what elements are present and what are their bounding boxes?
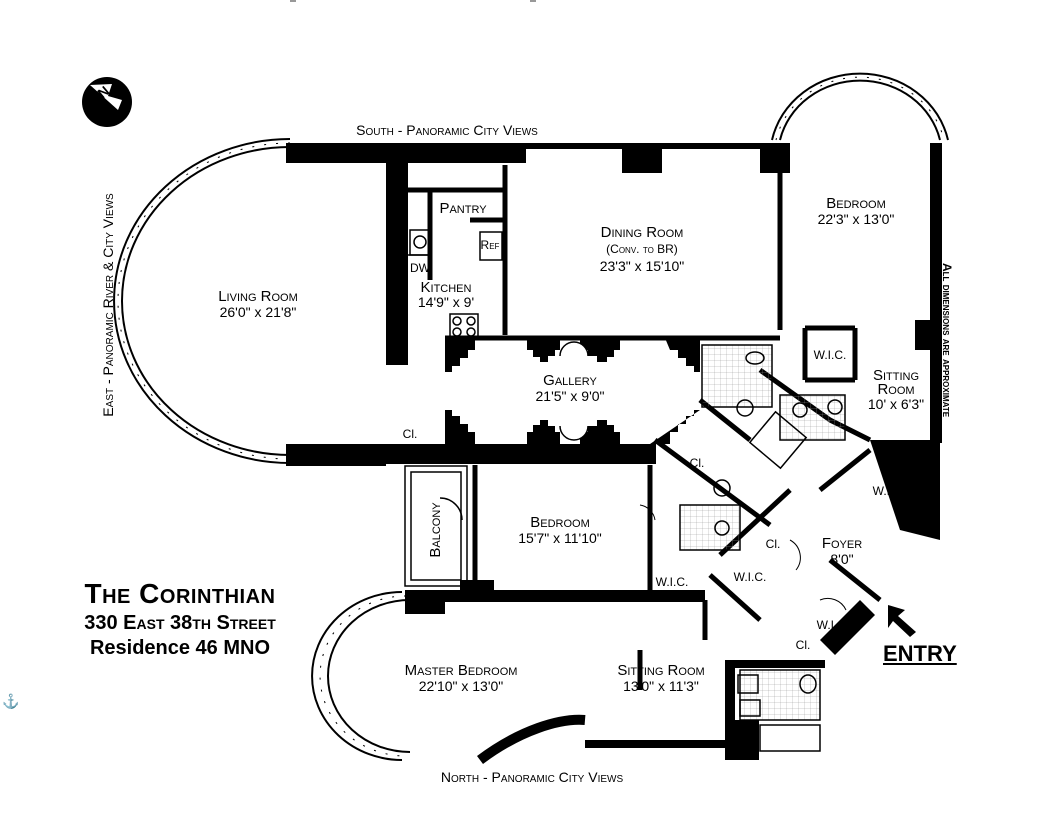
dining-room-name: Dining Room (601, 224, 684, 241)
living-room-bay (113, 138, 291, 464)
exterior-walls (286, 143, 942, 760)
south-view-label: South - Panoramic City Views (356, 122, 538, 138)
closet-gallery-label: Cl. (403, 427, 418, 441)
wic-bedroom-label: W.I.C. (656, 575, 689, 589)
bedroom-mid-dim: 15'7" x 11'10" (518, 530, 602, 546)
gallery-name: Gallery (543, 372, 597, 389)
foyer-name: Foyer (822, 535, 862, 552)
balcony-outline (404, 465, 468, 587)
foyer-dim: 8'0" (830, 551, 853, 567)
refrigerator-label: Ref (481, 238, 500, 252)
bedroom-ne-dim: 22'3" x 13'0" (818, 211, 895, 227)
balcony-name: Balcony (427, 502, 444, 558)
building-name: The Corinthian (84, 578, 276, 609)
doors (639, 504, 847, 611)
dimensions-note: All dimensions are approximate (940, 263, 954, 418)
dishwasher-label: DW (410, 261, 431, 275)
residence-label: Residence 46 MNO (89, 637, 271, 659)
wic-entry-label: W.I.C. (817, 618, 850, 632)
kitchen-dim: 14'9" x 9' (418, 294, 474, 310)
master-bedroom-bay (311, 591, 586, 765)
living-room-dim: 26'0" x 21'8" (220, 304, 297, 320)
living-room-name: Living Room (218, 288, 298, 305)
dining-room-sub: (Conv. to BR) (606, 242, 678, 256)
closet-foyer-label: Cl. (766, 537, 781, 551)
anchor-icon: ⚓ (2, 693, 20, 709)
east-view-label: East - Panoramic River & City Views (100, 193, 116, 417)
wic-sitting-label: W.I.C. (814, 348, 847, 362)
entry-label: ENTRY (883, 641, 957, 666)
master-bedroom-name: Master Bedroom (405, 662, 518, 679)
gallery-columns (445, 338, 700, 444)
sitting-e-name2: Room (877, 381, 914, 398)
master-bedroom-dim: 22'10" x 13'0" (419, 678, 504, 694)
closet-master-bath-label: Cl. (796, 638, 811, 652)
bedroom-mid-name: Bedroom (530, 514, 590, 531)
dining-room-dim: 23'3" x 15'10" (600, 258, 685, 274)
closet-hall-label: Cl. (690, 456, 705, 470)
north-view-label: North - Panoramic City Views (441, 769, 624, 785)
building-title-block: The Corinthian 330 East 38th Street Resi… (40, 578, 320, 660)
pantry-name: Pantry (439, 200, 487, 217)
sitting-room-name: Sitting Room (617, 662, 704, 679)
kitchen-name: Kitchen (421, 279, 472, 296)
entry-arrow-icon (888, 605, 916, 637)
wic-right-label: W.I.C. (873, 484, 906, 498)
gallery-dim: 21'5" x 9'0" (536, 388, 605, 404)
sitting-e-name1: Sitting (873, 367, 919, 384)
bathrooms (679, 344, 846, 752)
building-address: 330 East 38th Street (84, 612, 276, 634)
compass-icon: N (82, 77, 132, 127)
bedroom-bay (771, 72, 949, 141)
kitchen-fixtures (408, 229, 503, 339)
sitting-room-dim: 13'0" x 11'3" (623, 678, 699, 694)
bedroom-ne-name: Bedroom (826, 195, 886, 212)
sitting-e-dim: 10' x 6'3" (868, 396, 924, 412)
wic-foyer-label: W.I.C. (734, 570, 767, 584)
